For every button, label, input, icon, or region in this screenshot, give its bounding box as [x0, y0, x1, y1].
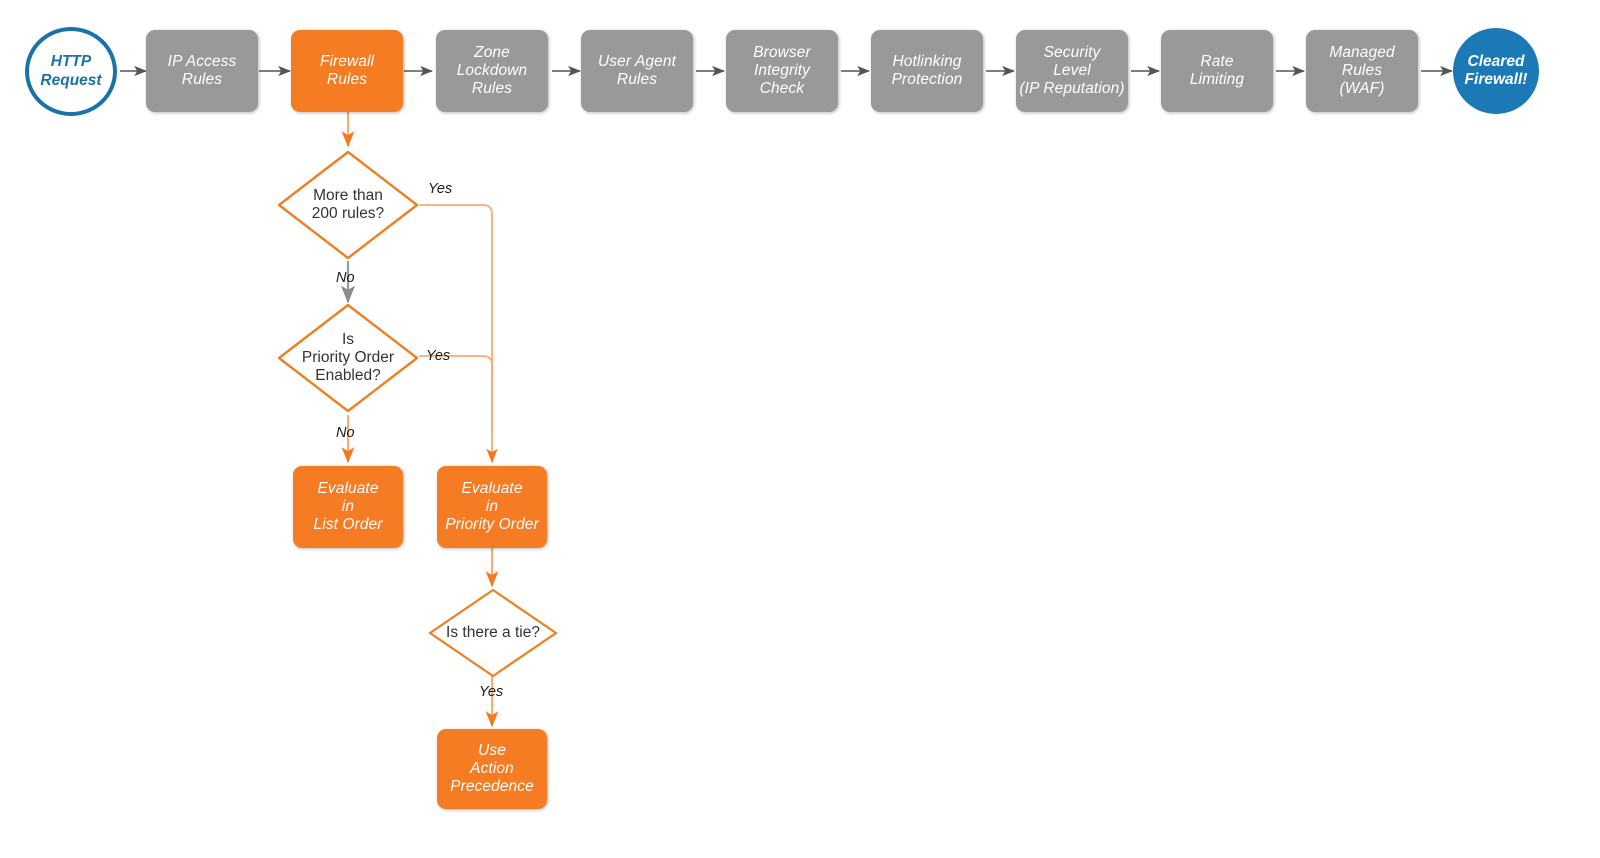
node-ip-access-rules[interactable]: IP Access Rules [146, 30, 258, 112]
node-user-agent-rules[interactable]: User Agent Rules [581, 30, 693, 112]
diamond-shape-icon [277, 303, 419, 413]
edge-label-tie-yes-text: Yes [479, 684, 504, 700]
node-http-request-label: HTTP Request [40, 53, 102, 89]
decision-is-there-a-tie-label: Is there a tie? [446, 623, 540, 641]
edge-label-priority-no: No [336, 425, 355, 441]
edge-label-priority-yes: Yes [426, 348, 450, 364]
decision-is-priority-order-enabled[interactable]: Is Priority Order Enabled? [277, 303, 419, 413]
node-use-action-precedence-label: Use Action Precedence [450, 741, 534, 796]
decision-is-there-a-tie[interactable]: Is there a tie? [428, 588, 558, 678]
node-browser-integrity-check[interactable]: Browser Integrity Check [726, 30, 838, 112]
node-rate-limiting-label: Rate Limiting [1189, 52, 1245, 88]
diamond-shape-icon [428, 588, 558, 678]
decision-is-priority-order-enabled-label: Is Priority Order Enabled? [301, 330, 395, 385]
edge-label-more-rules-no: No [336, 270, 355, 286]
node-firewall-rules[interactable]: Firewall Rules [291, 30, 403, 112]
node-evaluate-in-list-order[interactable]: Evaluate in List Order [293, 466, 403, 548]
node-security-level[interactable]: Security Level (IP Reputation) [1016, 30, 1128, 112]
node-managed-rules-waf-label: Managed Rules (WAF) [1329, 43, 1395, 98]
decision-more-than-200-rules-label: More than 200 rules? [311, 186, 385, 222]
node-zone-lockdown-rules-label: Zone Lockdown Rules [456, 43, 528, 98]
node-zone-lockdown-rules[interactable]: Zone Lockdown Rules [436, 30, 548, 112]
node-evaluate-in-priority-order[interactable]: Evaluate in Priority Order [437, 466, 547, 548]
edge-label-more-rules-yes: Yes [428, 181, 452, 197]
edge-label-more-rules-no-text: No [336, 270, 355, 286]
node-use-action-precedence[interactable]: Use Action Precedence [437, 729, 547, 809]
node-hotlinking-protection[interactable]: Hotlinking Protection [871, 30, 983, 112]
node-rate-limiting[interactable]: Rate Limiting [1161, 30, 1273, 112]
node-security-level-label: Security Level (IP Reputation) [1019, 43, 1125, 98]
node-http-request[interactable]: HTTP Request [25, 27, 117, 116]
node-evaluate-in-priority-order-label: Evaluate in Priority Order [445, 479, 539, 534]
edge-label-tie-yes: Yes [479, 684, 503, 700]
edge-label-more-rules-yes-text: Yes [428, 181, 453, 197]
node-hotlinking-protection-label: Hotlinking Protection [891, 52, 963, 88]
node-evaluate-in-list-order-label: Evaluate in List Order [313, 479, 383, 534]
decision-more-than-200-rules[interactable]: More than 200 rules? [277, 150, 419, 260]
node-cleared-firewall[interactable]: Cleared Firewall! [1453, 28, 1539, 114]
node-browser-integrity-check-label: Browser Integrity Check [753, 43, 811, 98]
node-firewall-rules-label: Firewall Rules [319, 52, 375, 88]
node-cleared-firewall-label: Cleared Firewall! [1464, 52, 1528, 88]
edge-label-priority-yes-text: Yes [426, 348, 451, 364]
node-user-agent-rules-label: User Agent Rules [598, 52, 676, 88]
diamond-shape-icon [277, 150, 419, 260]
node-managed-rules-waf[interactable]: Managed Rules (WAF) [1306, 30, 1418, 112]
edge-label-priority-no-text: No [336, 425, 355, 441]
node-ip-access-rules-label: IP Access Rules [167, 52, 237, 88]
